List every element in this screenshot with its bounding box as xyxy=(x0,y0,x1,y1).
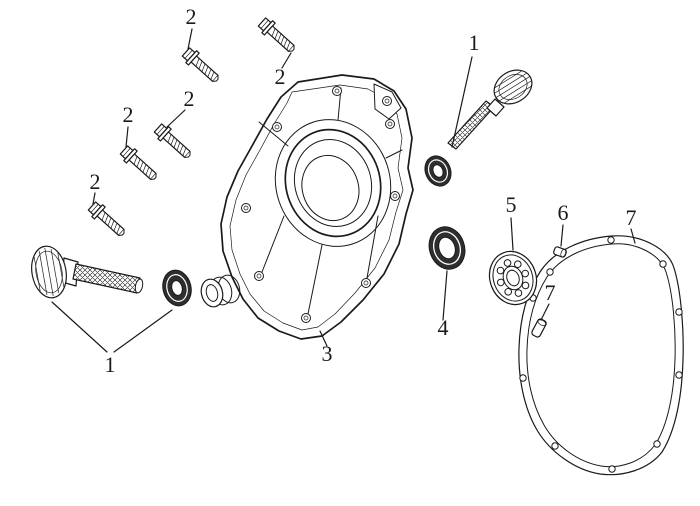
ball-bearing xyxy=(488,250,538,306)
leader-2a xyxy=(187,28,193,50)
dipstick-cap-right xyxy=(493,69,533,105)
crankcase-cover-gasket xyxy=(518,235,684,476)
leader-4 xyxy=(442,270,448,321)
oil-seal-left xyxy=(162,269,192,307)
callout-2-d: 2 xyxy=(123,102,134,127)
oil-dipstick-left xyxy=(31,245,144,299)
callout-1-left: 1 xyxy=(105,352,116,377)
leader-1-left-a xyxy=(51,301,108,353)
crankcase-cover xyxy=(200,74,414,340)
dipstick-cap-left xyxy=(31,245,67,299)
leader-1-right xyxy=(451,56,473,148)
callout-6: 6 xyxy=(558,200,569,225)
flange-bolt-a xyxy=(180,45,224,87)
leader-2c xyxy=(166,109,186,128)
callout-labels: 2 2 2 2 2 1 1 3 4 5 6 7 7 xyxy=(90,4,637,377)
leader-7-gasket xyxy=(630,228,636,244)
dowel-pin-7 xyxy=(531,318,547,338)
cover-main-bore xyxy=(274,119,392,247)
leader-lines xyxy=(51,28,636,353)
dowel-pin-6 xyxy=(553,246,567,258)
leader-2d xyxy=(125,126,129,148)
oil-seal-4 xyxy=(428,226,466,270)
callout-2-a: 2 xyxy=(186,4,197,29)
flange-bolt-b xyxy=(256,15,300,57)
callout-2-e: 2 xyxy=(90,169,101,194)
callout-4: 4 xyxy=(438,315,449,340)
callout-3: 3 xyxy=(322,341,333,366)
leader-2b xyxy=(281,52,292,69)
cover-top-boss xyxy=(373,83,402,120)
callout-2-c: 2 xyxy=(184,86,195,111)
flange-bolt-c xyxy=(152,121,196,163)
callout-1-right: 1 xyxy=(469,30,480,55)
leader-2e xyxy=(92,192,96,205)
flange-bolt-e xyxy=(86,199,130,241)
callout-7-gasket: 7 xyxy=(626,205,637,230)
callout-7-pin: 7 xyxy=(545,280,556,305)
cover-bolt-holes xyxy=(241,86,400,323)
oil-seal-right xyxy=(424,155,452,187)
leader-6 xyxy=(560,224,564,247)
oil-dipstick-right xyxy=(447,69,533,150)
cover-filler-neck xyxy=(200,274,241,308)
callout-5: 5 xyxy=(506,192,517,217)
leader-3 xyxy=(319,330,328,347)
flange-bolt-d xyxy=(118,143,162,185)
leader-5 xyxy=(510,217,514,251)
leader-7-pin xyxy=(540,303,550,321)
leader-1-left-b xyxy=(113,309,173,353)
callout-2-b: 2 xyxy=(275,64,286,89)
